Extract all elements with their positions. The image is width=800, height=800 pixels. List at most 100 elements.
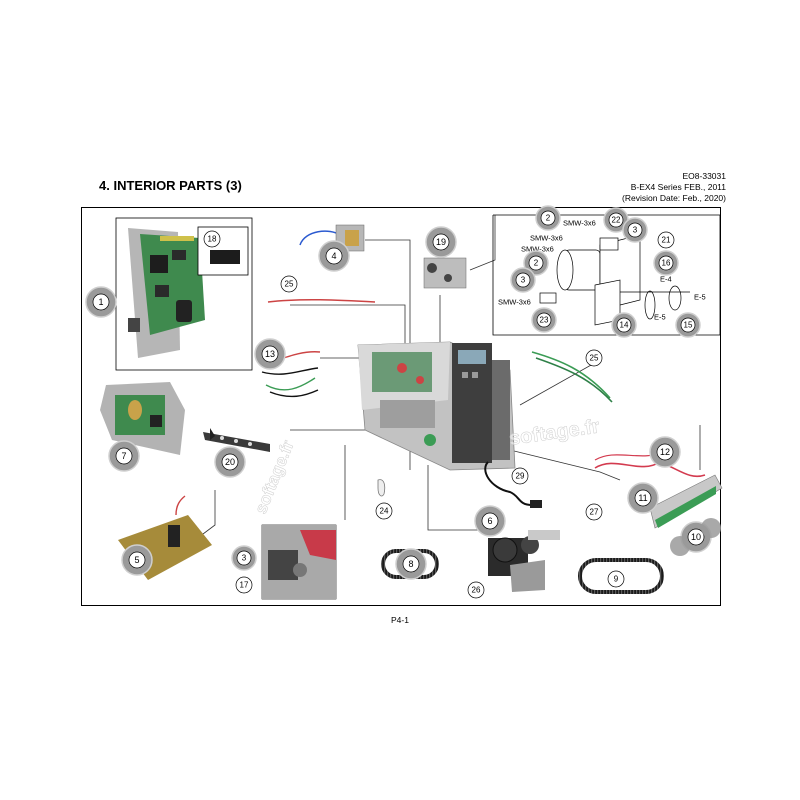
svg-text:15: 15 bbox=[684, 321, 693, 330]
svg-text:26: 26 bbox=[472, 586, 481, 595]
callout-3-c: 3 bbox=[231, 545, 257, 571]
clip-24-photo bbox=[377, 479, 386, 497]
callouts: 1 18 4 25 19 2 22 3 21 2 16 3 23 14 15 1… bbox=[85, 205, 721, 599]
bracket-20-photo bbox=[203, 428, 270, 452]
svg-text:13: 13 bbox=[265, 349, 275, 359]
svg-text:2: 2 bbox=[534, 259, 539, 268]
label-e5-b: E-5 bbox=[654, 313, 666, 322]
label-smw-3: SMW-3x6 bbox=[521, 245, 554, 254]
callout-9: 9 bbox=[607, 570, 625, 588]
cable-29 bbox=[484, 461, 533, 506]
page-number: P4-1 bbox=[391, 615, 409, 625]
svg-text:10: 10 bbox=[691, 532, 701, 542]
label-smw-4: SMW-3x6 bbox=[498, 298, 531, 307]
callout-17: 17 bbox=[235, 576, 253, 594]
svg-text:12: 12 bbox=[660, 447, 670, 457]
callout-2-b: 2 bbox=[523, 250, 549, 276]
svg-text:19: 19 bbox=[436, 237, 446, 247]
svg-text:27: 27 bbox=[590, 508, 599, 517]
svg-text:3: 3 bbox=[242, 554, 247, 563]
svg-text:17: 17 bbox=[240, 581, 249, 590]
harness-25-photo bbox=[531, 351, 613, 403]
watermark-1: softage.fr bbox=[508, 415, 602, 449]
callout-25-right: 25 bbox=[585, 349, 603, 367]
callout-22: 22 bbox=[603, 207, 629, 233]
svg-text:7: 7 bbox=[121, 451, 126, 461]
svg-text:24: 24 bbox=[380, 507, 389, 516]
callout-23: 23 bbox=[531, 307, 557, 333]
callout-16: 16 bbox=[653, 250, 679, 276]
callout-14: 14 bbox=[611, 312, 637, 338]
connector-lines bbox=[194, 215, 701, 541]
svg-text:2: 2 bbox=[546, 214, 551, 223]
svg-text:16: 16 bbox=[662, 259, 671, 268]
diagram-frame bbox=[81, 207, 721, 606]
callout-26: 26 bbox=[467, 581, 485, 599]
callout-3-a: 3 bbox=[622, 217, 648, 243]
wire-12 bbox=[594, 461, 706, 478]
sensor-19-photo bbox=[423, 257, 467, 289]
callout-10-ghost-b bbox=[701, 518, 721, 538]
svg-text:18: 18 bbox=[208, 235, 217, 244]
callout-29: 29 bbox=[511, 467, 529, 485]
callout-1: 1 bbox=[85, 286, 117, 318]
svg-text:25: 25 bbox=[285, 280, 294, 289]
svg-text:25: 25 bbox=[590, 354, 599, 363]
cable-29-connector bbox=[530, 500, 542, 508]
platen-inset-photo bbox=[262, 525, 336, 599]
label-e5-a: E-5 bbox=[694, 293, 706, 302]
connector-18-photo bbox=[210, 250, 240, 264]
callout-13: 13 bbox=[254, 338, 286, 370]
callout-7: 7 bbox=[108, 440, 140, 472]
svg-text:22: 22 bbox=[612, 216, 621, 225]
svg-text:29: 29 bbox=[516, 472, 525, 481]
callout-6: 6 bbox=[474, 505, 506, 537]
svg-text:3: 3 bbox=[521, 276, 526, 285]
print-head-photo bbox=[649, 474, 723, 529]
svg-text:11: 11 bbox=[638, 493, 647, 503]
callout-3-b: 3 bbox=[510, 267, 536, 293]
callout-10-ghost-a bbox=[670, 536, 690, 556]
callout-15: 15 bbox=[675, 312, 701, 338]
svg-text:23: 23 bbox=[540, 316, 549, 325]
label-smw-2: SMW-3x6 bbox=[530, 234, 563, 243]
callout-19: 19 bbox=[425, 226, 457, 258]
svg-text:6: 6 bbox=[487, 516, 492, 526]
main-pcb-photo bbox=[128, 228, 205, 358]
svg-text:20: 20 bbox=[225, 457, 235, 467]
document-number: EO8-33031 bbox=[682, 171, 726, 181]
motor-gear-photo bbox=[488, 530, 560, 592]
callout-25-top: 25 bbox=[280, 275, 298, 293]
explode-boundary bbox=[492, 214, 721, 336]
svg-text:4: 4 bbox=[331, 251, 336, 261]
series-date: B-EX4 Series FEB., 2011 bbox=[630, 182, 726, 192]
svg-text:14: 14 bbox=[620, 321, 629, 330]
svg-text:9: 9 bbox=[614, 575, 619, 584]
callout-4: 4 bbox=[318, 240, 350, 272]
callout-21: 21 bbox=[657, 231, 675, 249]
callout-12: 12 bbox=[649, 436, 681, 468]
printer-body-photo bbox=[357, 341, 516, 471]
callout-11: 11 bbox=[627, 482, 659, 514]
callout-20: 20 bbox=[214, 446, 246, 478]
wire-25-top bbox=[267, 298, 376, 303]
label-smw-1: SMW-3x6 bbox=[563, 219, 596, 228]
callout-18: 18 bbox=[203, 230, 221, 248]
section-title: 4. INTERIOR PARTS (3) bbox=[99, 178, 242, 193]
svg-text:8: 8 bbox=[408, 559, 413, 569]
label-e4: E-4 bbox=[660, 275, 672, 284]
callout-5: 5 bbox=[121, 544, 153, 576]
callout-27: 27 bbox=[585, 503, 603, 521]
svg-text:1: 1 bbox=[98, 297, 103, 307]
callout-24: 24 bbox=[375, 502, 393, 520]
revision-date: (Revision Date: Feb., 2020) bbox=[622, 193, 726, 203]
belt-9 bbox=[578, 558, 664, 594]
svg-text:3: 3 bbox=[633, 226, 638, 235]
power-supply-photo bbox=[100, 382, 185, 455]
svg-text:5: 5 bbox=[134, 555, 139, 565]
svg-text:21: 21 bbox=[662, 236, 671, 245]
callout-8: 8 bbox=[395, 548, 427, 580]
callout-2-a: 2 bbox=[535, 205, 561, 231]
motor-assembly-drawing bbox=[539, 234, 690, 326]
